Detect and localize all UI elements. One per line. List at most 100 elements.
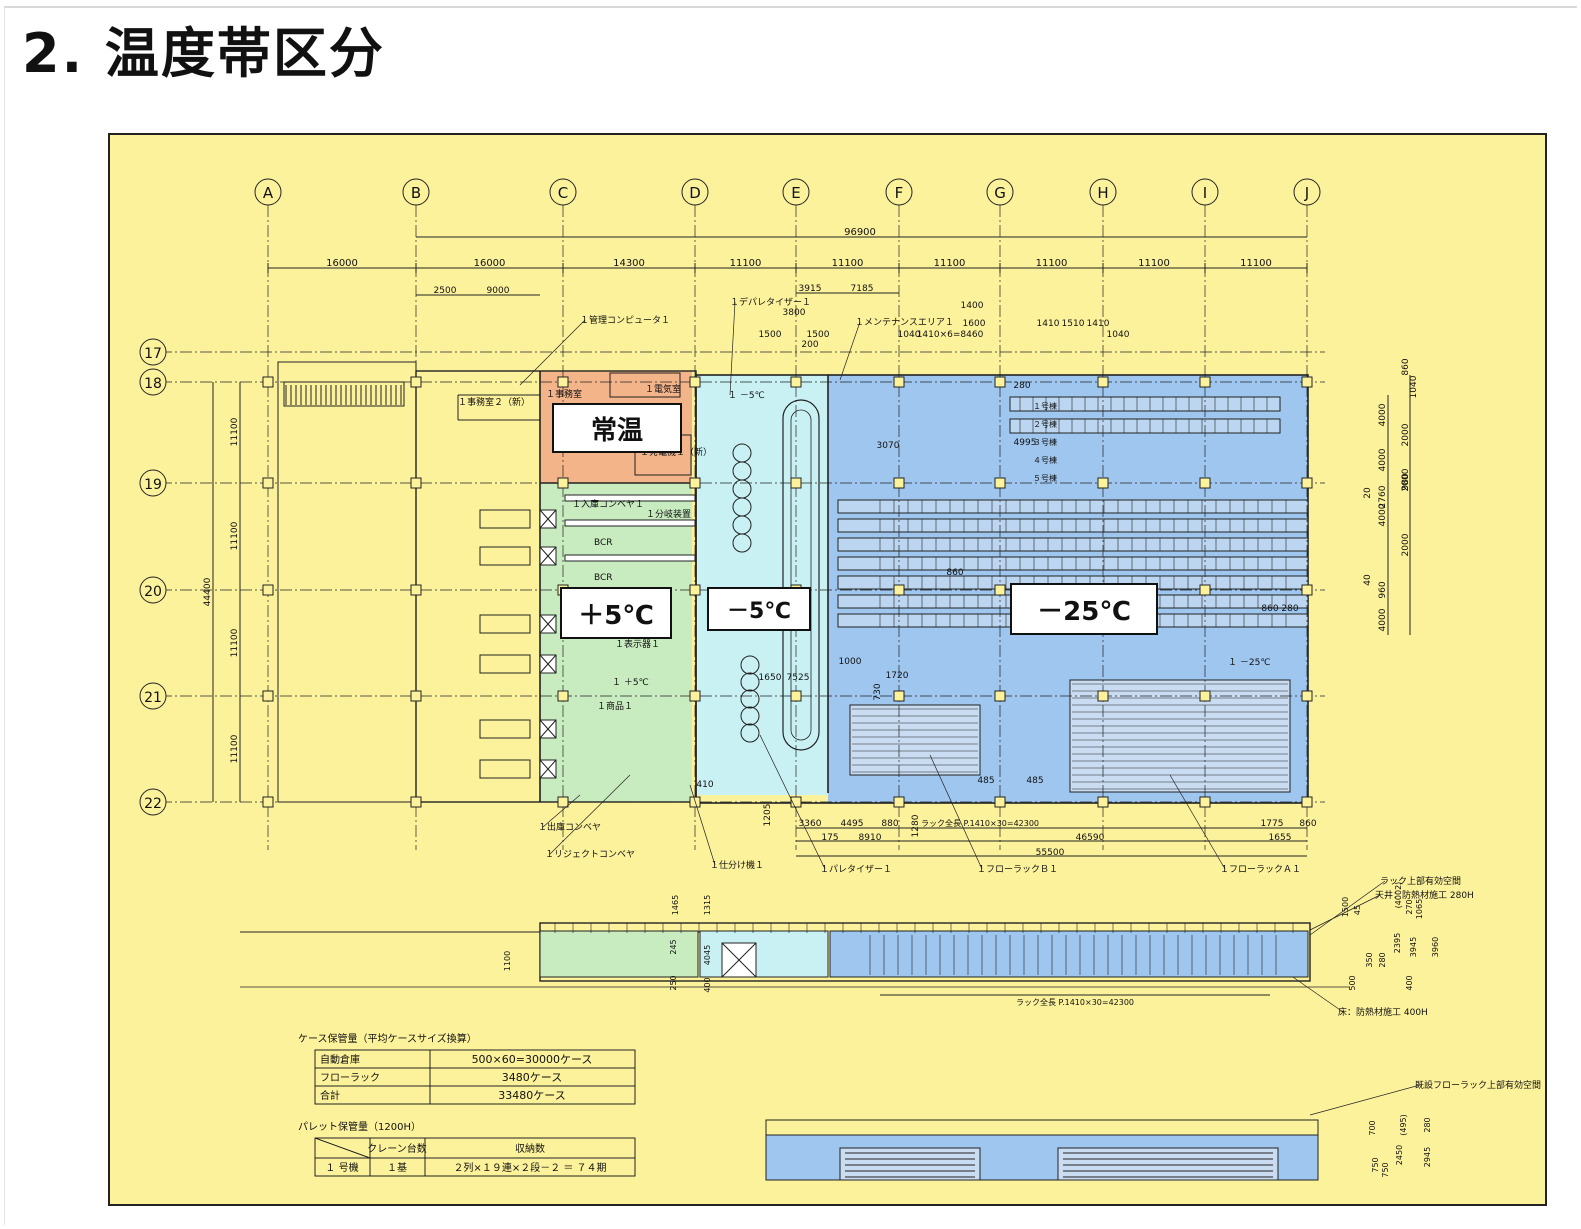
annotation-depalletizer: １デパレタイザー１ [730,296,811,308]
structural-column [410,376,422,388]
grid-label-column: D [689,184,701,202]
annotation-leader [759,734,826,870]
dim-detail: 750 [1371,1157,1380,1172]
pallet-table-header: クレーン台数 [367,1142,427,1155]
dim-sub: 200 [801,340,818,350]
page-frame [4,6,1577,1225]
rack-row [837,537,1309,552]
dim-section: 280 [1378,952,1387,967]
dim-sub: 3800 [783,308,806,318]
rack-row [837,518,1309,533]
dim-bottom: 1280 [911,814,921,837]
truck-dock [479,546,531,566]
dim-sub: 280 [1013,381,1030,391]
grid-bubble-row [139,788,167,816]
structural-column [1301,690,1313,702]
grid-bubble-column [402,178,430,206]
dim-segment: 11100 [1240,258,1272,269]
grid-label-column: J [1304,184,1309,202]
zone-label-minus5: －5℃ [707,587,811,631]
dim-section: (4002) [1394,882,1403,909]
case-table-label: フローラック [320,1072,380,1084]
structural-column [262,477,274,489]
dim-rack-total-plan: ラック全長 P.1410×30=42300 [921,818,1039,828]
rack-row [837,556,1309,571]
annotation-flow-rack-a: １フローラックＡ１ [1220,864,1301,875]
dim-bottom: 3360 [799,819,822,829]
grid-bubble-column [254,178,282,206]
dim-misc: 485 [1026,776,1043,786]
aisle-label: ２号棟 [1033,419,1057,429]
dim-segment: 14300 [613,258,645,269]
annotation-leader [1309,880,1386,936]
dim-sub: 7185 [851,284,874,294]
section-plus5 [539,930,699,978]
dim-section: 350 [1365,952,1374,967]
structural-column [994,376,1006,388]
structural-column [1199,690,1211,702]
dim-bottom: 860 [1299,819,1316,829]
section-crane-x [721,942,757,978]
truck-dock [479,614,531,634]
structural-column [1301,796,1313,808]
aisle-label: ５号棟 [1033,473,1057,483]
structural-column [557,477,569,489]
conveyor-plus5 [564,519,696,527]
grid-label-column: F [895,184,904,202]
structural-column [262,690,274,702]
dim-section: 2395 [1393,933,1402,953]
grid-bubble-row [139,682,167,710]
structural-column [893,796,905,808]
page-title: 2. 温度帯区分 [22,22,385,85]
dim-section: 4045 [703,945,712,965]
dim-sub: 1500 [759,330,782,340]
conveyor-loop-inner [790,409,812,741]
dim-misc: 410 [696,780,713,790]
zone-minus5 [698,375,828,795]
structural-column [994,477,1006,489]
structural-column [790,477,802,489]
building-outline-left [277,361,417,803]
dim-segment: 11100 [832,258,864,269]
dim-sub: 1400 [961,301,984,311]
structural-column [893,477,905,489]
conveyor-plus5 [564,554,696,562]
annotation-leader [1169,774,1226,870]
grid-label-row: 18 [144,376,162,392]
structural-column [994,584,1006,596]
annotation-floor: 床：防熱材施工 400H [1338,1006,1428,1018]
case-table-label: 自動倉庫 [320,1053,360,1066]
grid-label-row: 19 [144,477,162,493]
upper-rack-row [1009,418,1281,434]
aisle-label: ３号棟 [1033,437,1057,447]
dim-bottom: 880 [881,819,898,829]
grid-label-column: A [263,184,274,202]
annotation-shukko-conveyor: １出庫コンベヤ [538,821,601,833]
structural-column [410,584,422,596]
dim-right: 4000 [1378,608,1388,631]
structural-column [1097,796,1109,808]
annotation-leader [1309,1084,1421,1116]
annotation-nyuko-conveyor: １入庫コンベヤ１ [572,498,644,510]
structural-column [1097,376,1109,388]
annotation-minus5-small: １ －5℃ [728,391,765,401]
structural-column [790,796,802,808]
grid-label-column: C [558,184,568,202]
dim-bottom: 1775 [1261,819,1284,829]
zone-label-ambient: 常温 [552,403,682,453]
dim-section: 250 [669,975,678,990]
dim-bottom: 8910 [859,833,882,843]
dim-sub: 9000 [487,286,510,296]
dim-right: 4000 [1378,403,1388,426]
conveyor-plus5 [564,494,696,502]
structural-column [689,690,701,702]
grid-label-row: 17 [144,346,162,362]
annotation-leader [1309,894,1381,931]
palletizer-robot [740,672,760,692]
dim-sub: 1600 [963,319,986,329]
dim-detail: 280 [1423,1117,1432,1132]
structural-column [1199,584,1211,596]
structural-column [1301,376,1313,388]
zone-plus5 [540,483,692,802]
